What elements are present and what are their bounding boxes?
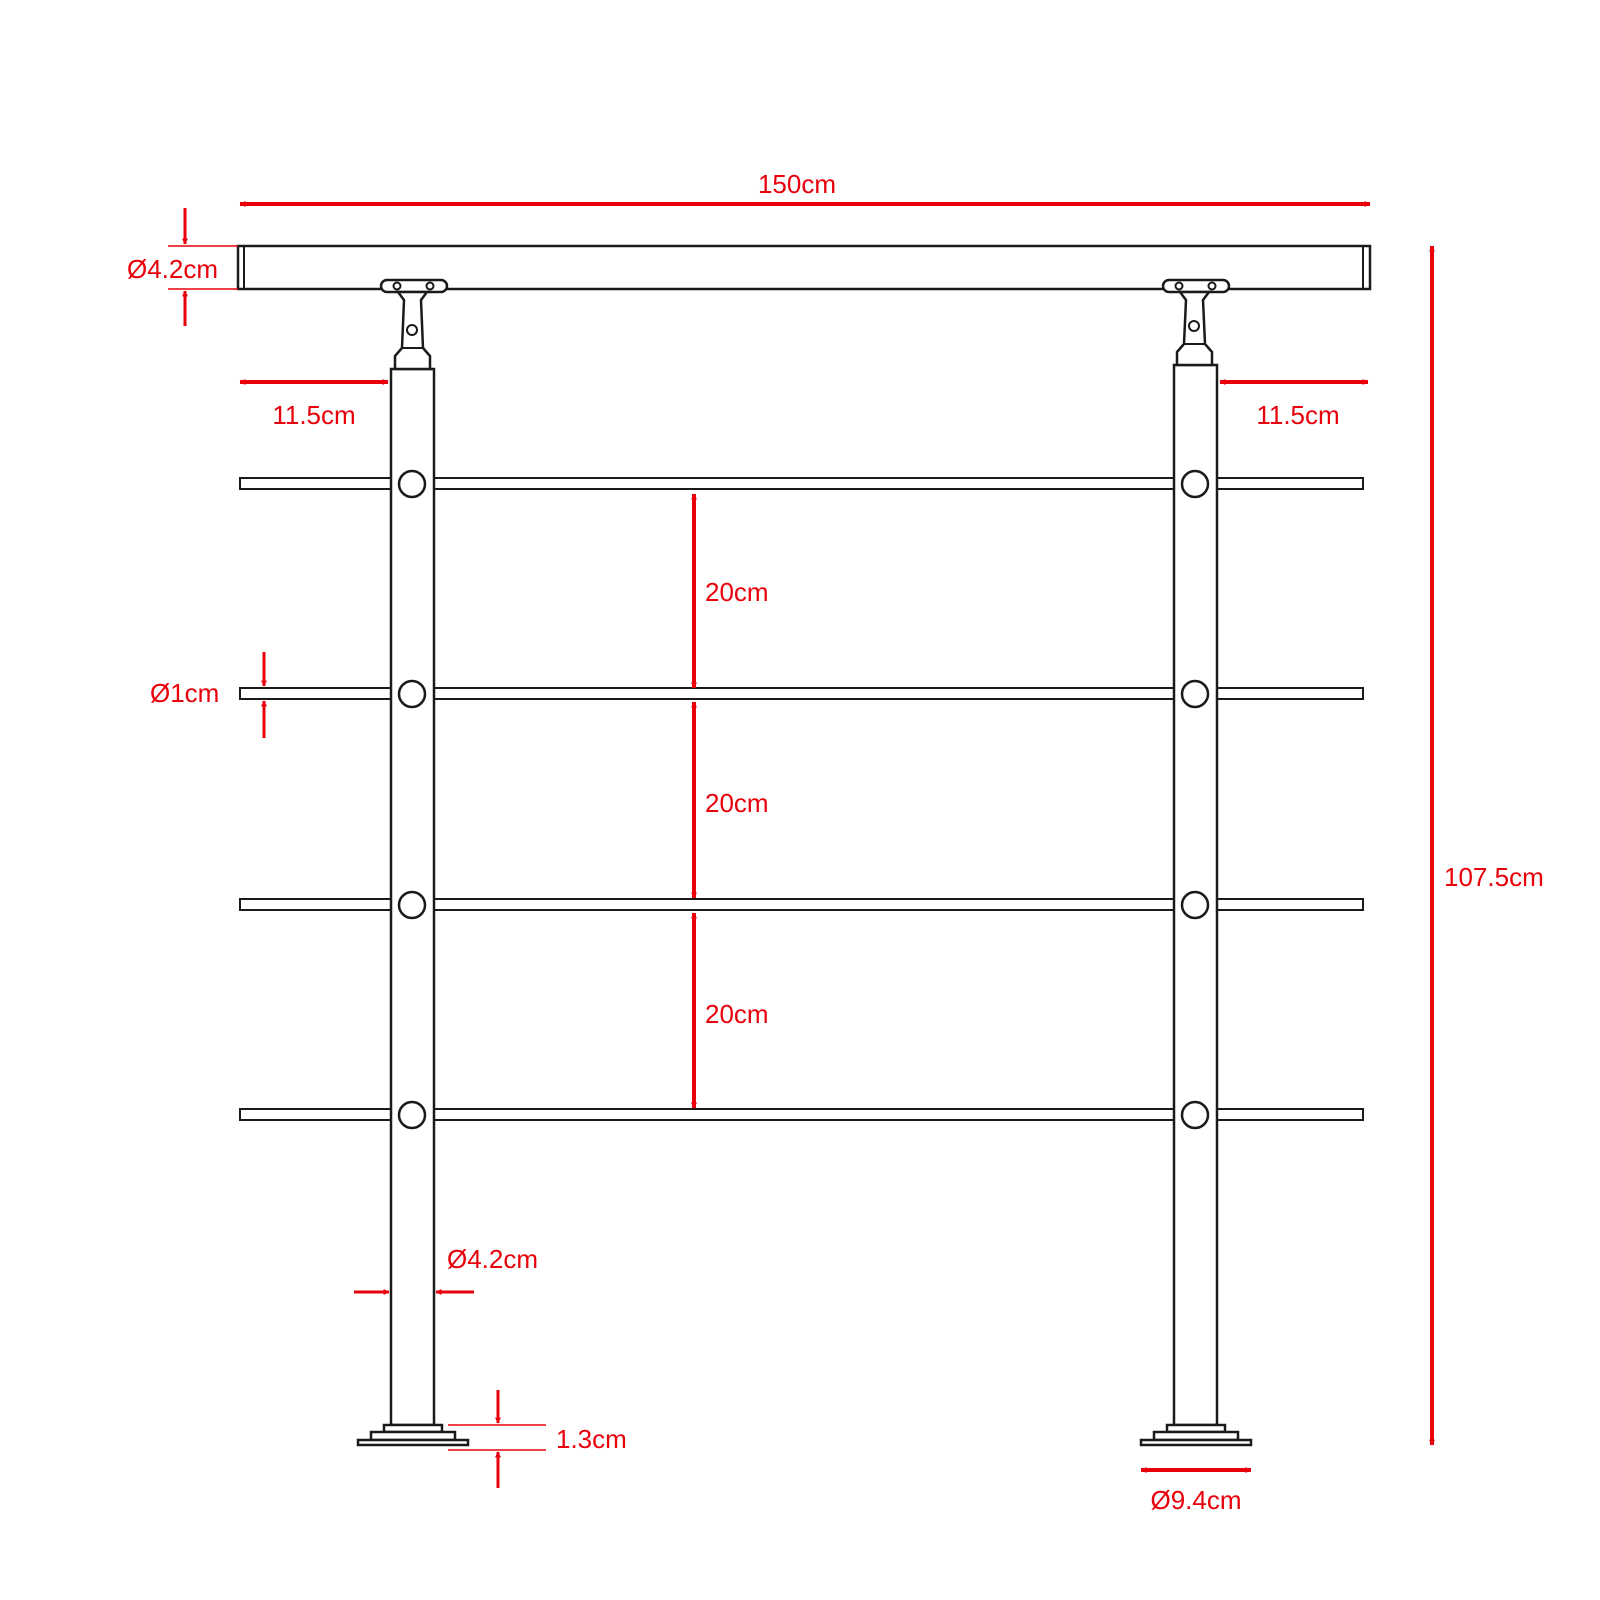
dim-base-thickness: 1.3cm [448,1390,627,1488]
right-rod-holder-2 [1180,679,1210,709]
left-rod-holder-2 [397,679,427,709]
right-rod-holder-3 [1180,890,1210,920]
dim-rod-spacing-1: 20cm [691,493,769,689]
dim-total-height: 107.5cm [1429,245,1544,1446]
right-post-bracket [1161,278,1231,367]
left-post [356,278,470,1447]
rod-4 [239,1108,1364,1121]
label-total-height: 107.5cm [1444,862,1544,892]
rod-1 [239,477,1364,490]
label-right-overhang: 11.5cm [1256,400,1339,430]
label-handrail-diameter: Ø4.2cm [127,254,218,284]
label-rod-spacing-1: 20cm [705,577,769,607]
dim-left-overhang: 11.5cm [239,379,389,430]
left-post-base [356,1423,470,1447]
dim-rod-diameter: Ø1cm [150,652,267,738]
dim-base-diameter: Ø9.4cm [1140,1467,1252,1515]
dim-post-diameter: Ø4.2cm [354,1244,538,1295]
left-post-bracket [379,278,449,371]
right-post-base [1139,1423,1253,1447]
rods [239,477,1364,1121]
label-post-diameter: Ø4.2cm [447,1244,538,1274]
left-bracket-saddle [379,278,449,294]
dim-total-width: 150cm [239,169,1371,207]
right-bracket-saddle [1161,278,1231,294]
right-post [1139,278,1253,1447]
left-rod-holder-4 [397,1100,427,1130]
left-rod-holder-1 [397,469,427,499]
rod-2 [239,687,1364,700]
label-rod-spacing-2: 20cm [705,788,769,818]
right-rod-holder-1 [1180,469,1210,499]
label-base-diameter: Ø9.4cm [1150,1485,1241,1515]
right-rod-holder-4 [1180,1100,1210,1130]
label-rod-diameter: Ø1cm [150,678,219,708]
label-total-width: 150cm [758,169,836,199]
left-rod-holder-3 [397,890,427,920]
dim-rod-spacing-2: 20cm [691,701,769,899]
dim-handrail-diameter: Ø4.2cm [127,208,238,326]
dim-rod-spacing-3: 20cm [691,912,769,1109]
label-rod-spacing-3: 20cm [705,999,769,1029]
label-base-thickness: 1.3cm [556,1424,627,1454]
rod-3 [239,898,1364,911]
dim-right-overhang: 11.5cm [1219,379,1369,430]
label-left-overhang: 11.5cm [272,400,355,430]
